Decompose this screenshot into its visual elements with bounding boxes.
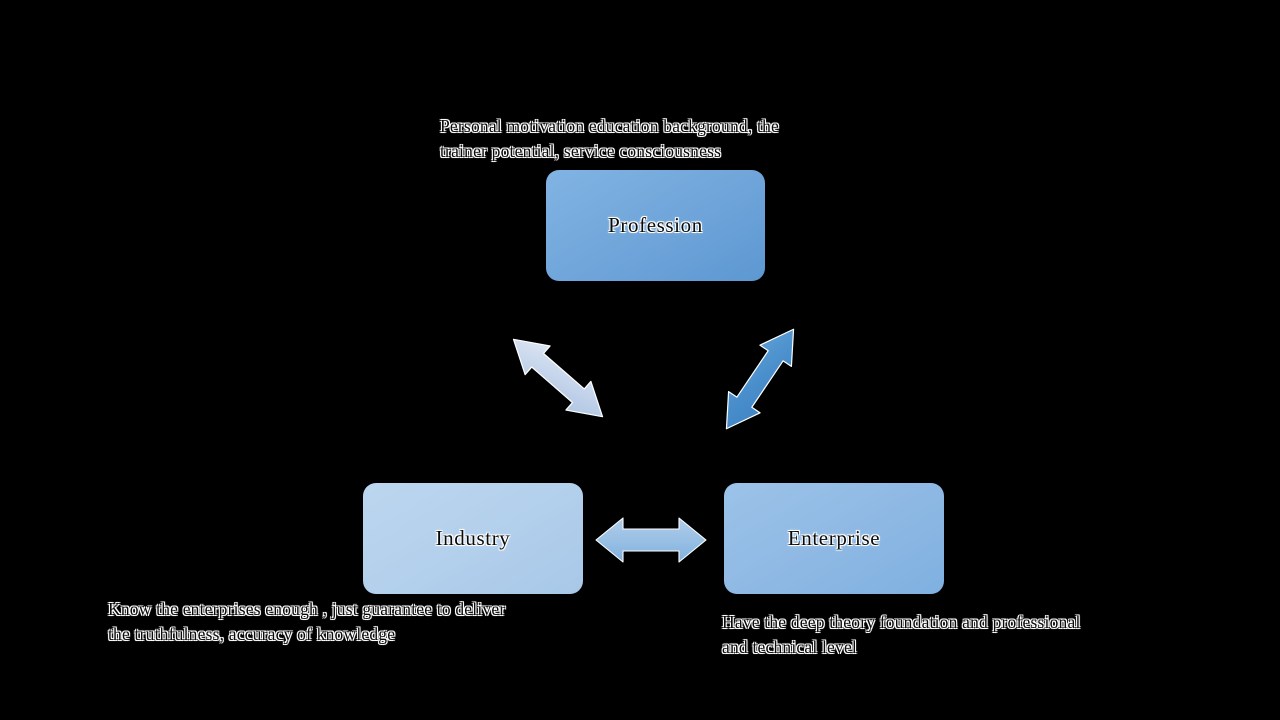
caption-profession-line2: trainer potential, service consciousness xyxy=(440,141,722,161)
node-profession[interactable]: Profession xyxy=(546,170,765,281)
caption-industry: Know the enterprises enough , just guara… xyxy=(108,597,608,647)
node-enterprise-label: Enterprise xyxy=(787,526,881,550)
connector-profession-enterprise-arrow-icon[interactable] xyxy=(700,313,820,445)
caption-enterprise: Have the deep theory foundation and prof… xyxy=(722,610,1192,660)
caption-enterprise-line2: and technical level xyxy=(722,637,857,657)
connector-industry-enterprise-arrow-icon[interactable] xyxy=(592,513,710,567)
node-enterprise[interactable]: Enterprise xyxy=(724,483,944,594)
node-profession-label: Profession xyxy=(608,213,703,237)
caption-industry-line2: the truthfulness, accuracy of knowledge xyxy=(108,624,396,644)
caption-profession: Personal motivation education background… xyxy=(440,114,880,164)
caption-profession-line1: Personal motivation education background… xyxy=(440,116,779,136)
node-industry-label: Industry xyxy=(435,526,511,550)
node-industry[interactable]: Industry xyxy=(363,483,583,594)
caption-enterprise-line1: Have the deep theory foundation and prof… xyxy=(722,612,1081,632)
caption-industry-line1: Know the enterprises enough , just guara… xyxy=(108,599,506,619)
connector-industry-profession-arrow-icon[interactable] xyxy=(498,313,618,443)
